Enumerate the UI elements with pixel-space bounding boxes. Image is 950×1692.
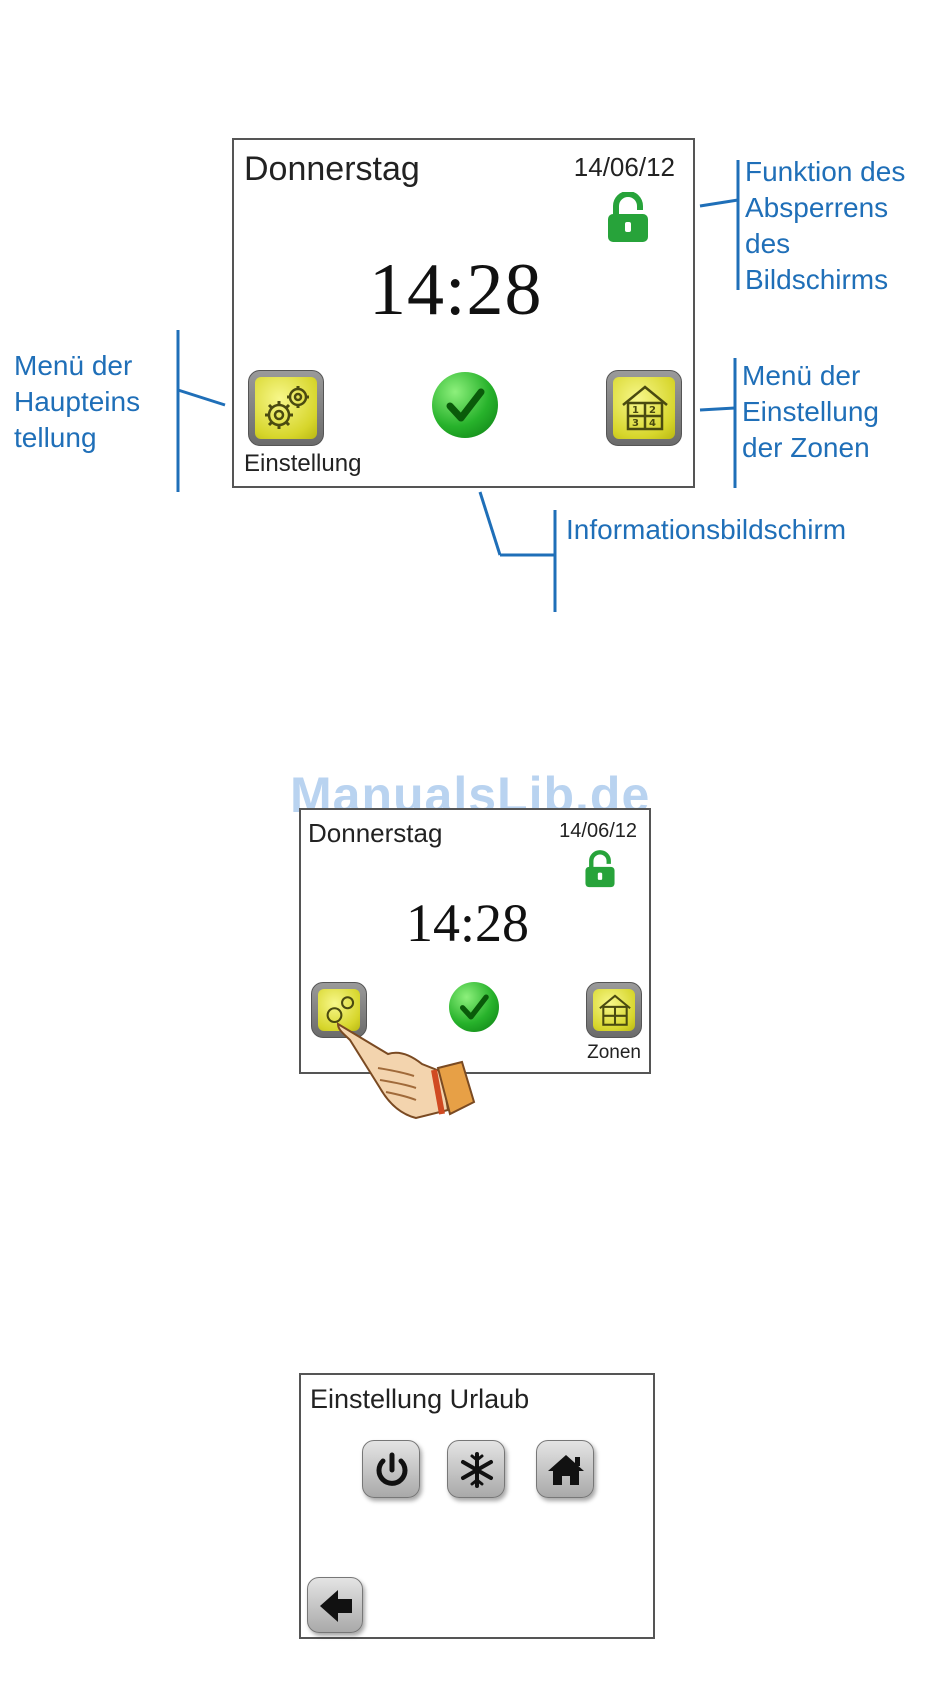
annotation-line: des [745, 226, 905, 262]
annotation-main-menu: Menü der Haupteins tellung [14, 348, 140, 456]
home-button[interactable] [536, 1440, 594, 1498]
day-label: Donnerstag [308, 818, 442, 849]
arrow-left-icon [308, 1578, 364, 1634]
screen-title: Einstellung Urlaub [310, 1384, 529, 1415]
date-label: 14/06/12 [559, 820, 637, 843]
holiday-settings-screen: Einstellung Urlaub [299, 1373, 655, 1639]
annotation-info-screen: Informationsbildschirm [566, 512, 846, 548]
snowflake-icon [448, 1441, 506, 1499]
frost-protection-button[interactable] [447, 1440, 505, 1498]
annotation-zone-menu: Menü der Einstellung der Zonen [742, 358, 879, 466]
zones-button[interactable] [586, 982, 642, 1038]
house-icon [537, 1441, 595, 1499]
padlock-open-icon[interactable] [584, 850, 616, 888]
power-button[interactable] [362, 1440, 420, 1498]
annotation-line: tellung [14, 420, 140, 456]
clock-time: 14:28 [406, 892, 529, 954]
annotation-line: Absperrens [745, 190, 905, 226]
power-icon [363, 1441, 421, 1499]
zones-label: Zonen [587, 1042, 641, 1064]
annotation-line: Menü der [14, 348, 140, 384]
annotation-line: Funktion des [745, 154, 905, 190]
pointing-hand-icon [330, 1010, 480, 1140]
annotation-line: Haupteins [14, 384, 140, 420]
annotation-line: Menü der [742, 358, 879, 394]
annotation-line: Bildschirms [745, 262, 905, 298]
annotation-line: Einstellung [742, 394, 879, 430]
annotation-lock-function: Funktion des Absperrens des Bildschirms [745, 154, 905, 298]
house-zones-icon [593, 989, 637, 1033]
back-button[interactable] [307, 1577, 363, 1633]
annotation-line: der Zonen [742, 430, 879, 466]
